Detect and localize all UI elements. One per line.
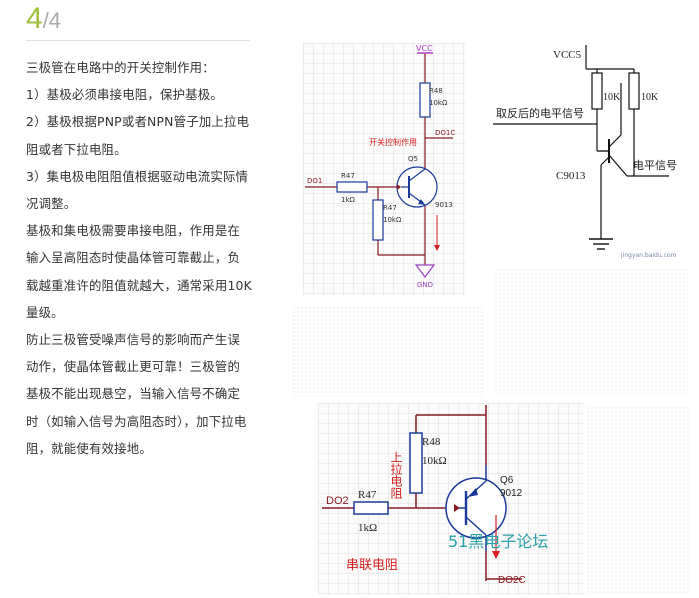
q6-part-number: 9012 xyxy=(500,488,523,499)
faded-placeholder xyxy=(494,268,688,394)
paragraph: 三极管在电路中的开关控制作用： xyxy=(26,60,215,75)
circuit-diagram-q6: R48 10kΩ 上拉电阻 Q6 9012 DO2 R47 1kΩ 串联电阻 D… xyxy=(318,403,584,595)
r47-value: 1kΩ xyxy=(358,522,377,534)
total-steps: /4 xyxy=(42,8,62,33)
circuit-svg: R48 10kΩ 上拉电阻 Q6 9012 DO2 R47 1kΩ 串联电阻 D… xyxy=(322,405,548,586)
q6-label: Q6 xyxy=(500,475,514,486)
r47-series-value: 1kΩ xyxy=(341,196,356,204)
faded-placeholder xyxy=(292,306,485,396)
input-arrow-icon xyxy=(397,184,401,190)
paragraph: 1）基极必须串接电阻，保护基极。 xyxy=(26,87,223,103)
transistor-label: C9013 xyxy=(556,170,586,182)
paragraph: 3）集电极电阻阻值根据驱动电流实际情况调整。 xyxy=(26,168,249,212)
r47-pulldown-label: R47 xyxy=(383,204,397,212)
ground-icon xyxy=(414,264,436,278)
paragraph: 基极和集电极需要串接电阻，作用是在输入呈高阻态时使晶体管可靠截止，负载越重准许的… xyxy=(26,223,252,320)
step-counter: 4/4 xyxy=(26,2,61,38)
q5-label: Q5 xyxy=(408,155,418,163)
current-arrow-icon xyxy=(434,215,440,251)
current-step: 4 xyxy=(26,2,43,35)
paragraph: 防止三极管受噪声信号的影响而产生误动作，使晶体管截止更可靠！三极管的基极不能出现… xyxy=(26,332,247,456)
ground-icon xyxy=(589,238,613,250)
transistor-q5 xyxy=(396,166,438,208)
r47-label: R47 xyxy=(358,489,377,501)
r48-label: R48 xyxy=(429,87,443,95)
do1c-label: DO1C xyxy=(435,129,455,137)
resistor-r47-series xyxy=(336,181,368,193)
vcc5-label: VCC5 xyxy=(553,49,582,61)
r1-value: 10K xyxy=(603,92,621,103)
article-body: 三极管在电路中的开关控制作用： 1）基极必须串接电阻，保护基极。 2）基极根据P… xyxy=(26,54,252,462)
resistor-r47-pulldown xyxy=(372,199,384,241)
transistor-q6 xyxy=(445,465,507,551)
r2-value: 10K xyxy=(641,92,659,103)
r47-series-label: R47 xyxy=(341,172,355,180)
output-signal-label: 电平信号 xyxy=(633,159,677,172)
wires xyxy=(305,53,453,265)
circuit-svg: VCC5 10K 10K 取反后的电平信号 C9013 电平信号 jingyan… xyxy=(493,45,677,259)
resistor-10k-1 xyxy=(591,72,603,110)
faded-placeholder xyxy=(586,406,690,594)
forum-watermark: 51黑电子论坛 xyxy=(448,532,548,551)
input-signal-label: 取反后的电平信号 xyxy=(496,106,584,120)
circuit-diagram-q5: VCC R48 10kΩ DO1C 开关控制作用 Q5 9013 DO1 R47… xyxy=(303,43,466,295)
do2c-label: DO2C xyxy=(498,575,526,586)
input-arrow-icon xyxy=(454,504,460,512)
paragraph: 2）基极根据PNP或者NPN管子加上拉电阻或者下拉电阻。 xyxy=(26,114,250,157)
do1-label: DO1 xyxy=(307,177,322,185)
baidu-watermark: jingyan.baidu.com xyxy=(620,252,677,259)
r47-pulldown-value: 10kΩ xyxy=(383,216,402,224)
wires xyxy=(322,405,522,581)
resistor-r47-series xyxy=(353,501,389,515)
resistor-10k-2 xyxy=(628,72,640,110)
q5-part-number: 9013 xyxy=(435,201,453,209)
annotation-switch-control: 开关控制作用 xyxy=(369,137,417,147)
resistor-r48 xyxy=(419,82,431,118)
divider xyxy=(26,40,250,41)
gnd-label: GND xyxy=(417,281,433,289)
r48-value: 10kΩ xyxy=(422,455,447,467)
do2-label: DO2 xyxy=(326,495,349,507)
current-arrow-icon xyxy=(492,515,500,559)
pullup-annotation: 上拉电阻 xyxy=(389,451,403,500)
r48-label: R48 xyxy=(422,436,441,448)
resistor-r48-pullup xyxy=(409,432,423,494)
circuit-diagram-c9013: VCC5 10K 10K 取反后的电平信号 C9013 电平信号 jingyan… xyxy=(493,43,688,263)
circuit-svg: VCC R48 10kΩ DO1C 开关控制作用 Q5 9013 DO1 R47… xyxy=(305,44,455,289)
series-resistor-annotation: 串联电阻 xyxy=(346,558,398,573)
wires xyxy=(493,45,669,239)
vcc-label: VCC xyxy=(416,44,433,53)
r48-value: 10kΩ xyxy=(429,99,448,107)
